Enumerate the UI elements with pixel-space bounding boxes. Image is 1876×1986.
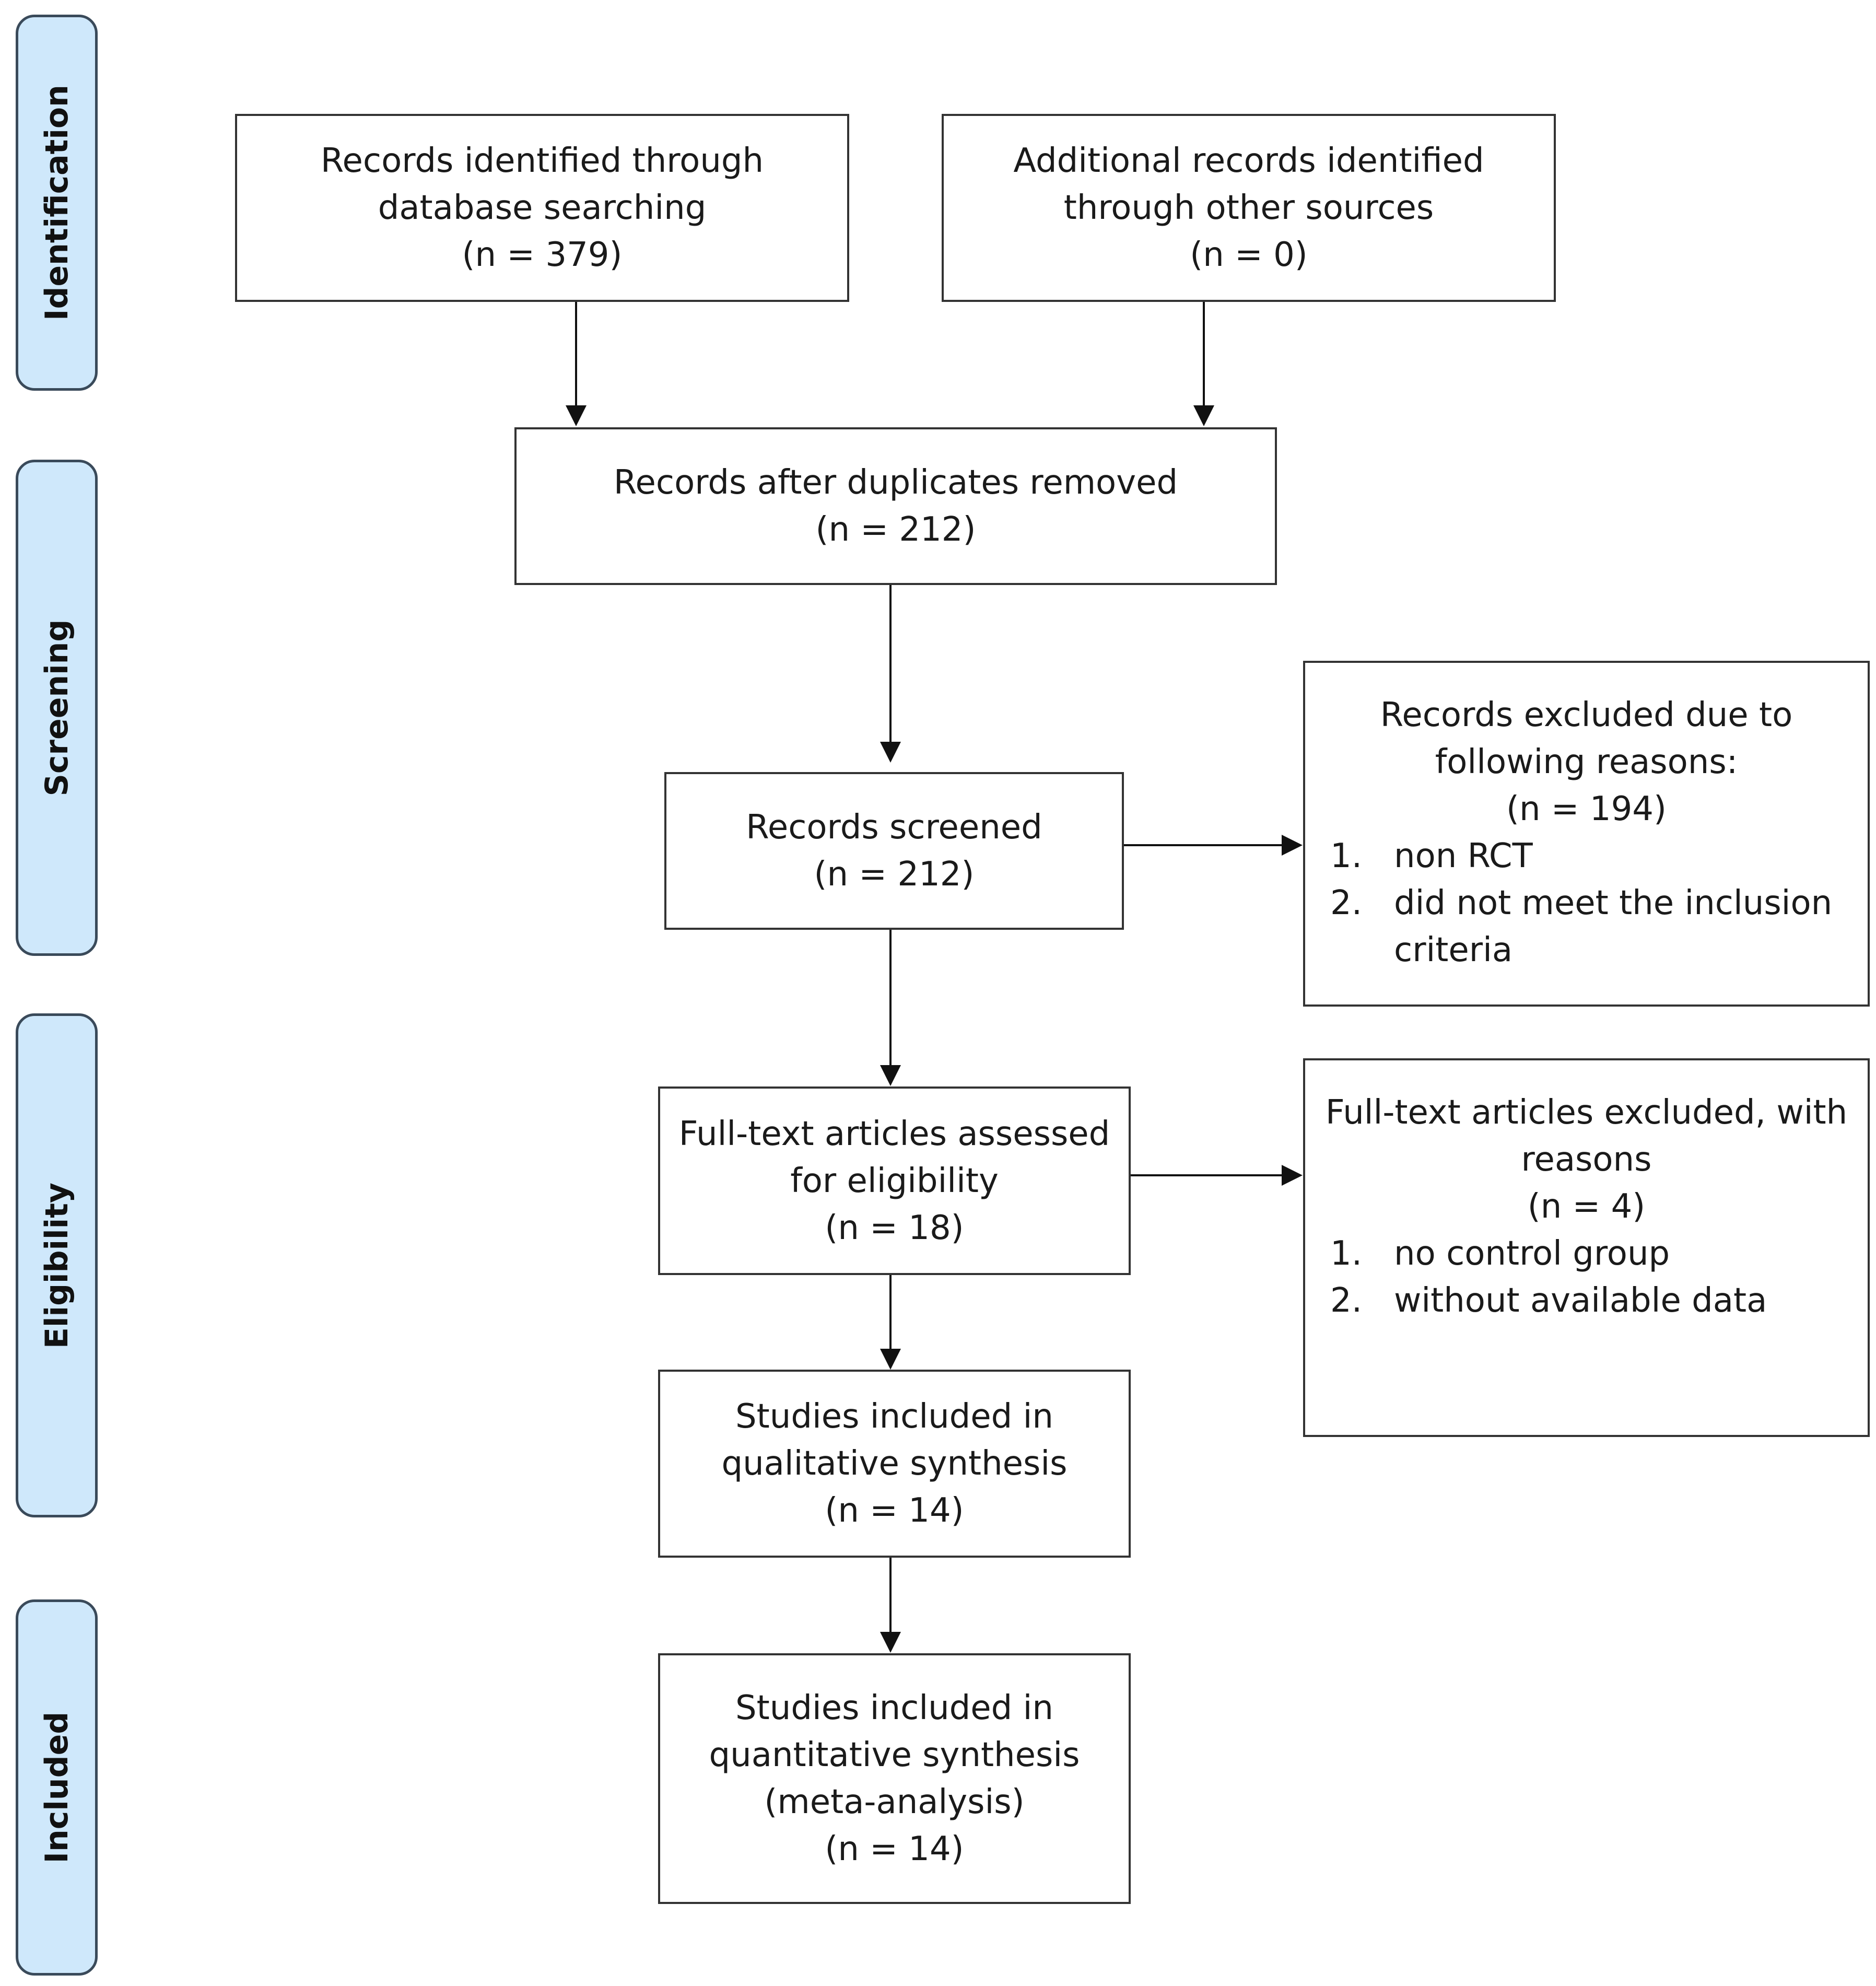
reason-text: no control group bbox=[1394, 1234, 1670, 1273]
fulltext-excluded-line-2: reasons bbox=[1521, 1140, 1652, 1179]
reason-item: 1. non RCT bbox=[1305, 833, 1868, 880]
other-sources-count: (n = 0) bbox=[1190, 236, 1308, 274]
records-excluded-count: (n = 194) bbox=[1506, 790, 1667, 828]
quantitative-line-2: quantitative synthesis bbox=[709, 1736, 1080, 1774]
reason-item: 1. no control group bbox=[1305, 1230, 1868, 1277]
records-excluded-line-2: following reasons: bbox=[1435, 743, 1738, 781]
records-screened-box: Records screened (n = 212) bbox=[664, 772, 1124, 930]
quantitative-synthesis-box: Studies included in quantitative synthes… bbox=[658, 1653, 1131, 1904]
fulltext-excluded-line-1: Full-text articles excluded, with bbox=[1325, 1093, 1848, 1132]
fulltext-excluded-reasons: 1. no control group 2. without available… bbox=[1305, 1230, 1868, 1324]
reason-number: 1. bbox=[1330, 1234, 1363, 1273]
records-excluded-box: Records excluded due to following reason… bbox=[1303, 661, 1870, 1007]
reason-text: without available data bbox=[1394, 1281, 1767, 1320]
database-search-box: Records identified through database sear… bbox=[235, 114, 849, 302]
stage-eligibility: Eligibility bbox=[16, 1013, 98, 1517]
records-screened-line-1: Records screened bbox=[746, 808, 1042, 847]
reason-text: non RCT bbox=[1394, 837, 1533, 875]
other-sources-box: Additional records identified through ot… bbox=[942, 114, 1556, 302]
fulltext-assessed-box: Full-text articles assessed for eligibil… bbox=[658, 1087, 1131, 1275]
duplicates-removed-box: Records after duplicates removed (n = 21… bbox=[514, 427, 1277, 585]
fulltext-assessed-line-2: for eligibility bbox=[790, 1161, 999, 1200]
stage-identification: Identification bbox=[16, 15, 98, 391]
fulltext-excluded-count: (n = 4) bbox=[1527, 1187, 1646, 1226]
reason-item: 2. did not meet the inclusion criteria bbox=[1305, 880, 1868, 974]
qualitative-line-1: Studies included in bbox=[735, 1397, 1053, 1436]
database-search-line-2: database searching bbox=[378, 189, 707, 227]
fulltext-excluded-box: Full-text articles excluded, with reason… bbox=[1303, 1058, 1870, 1437]
reason-number: 2. bbox=[1330, 1281, 1363, 1320]
database-search-line-1: Records identified through bbox=[320, 142, 764, 180]
records-excluded-reasons: 1. non RCT 2. did not meet the inclusion… bbox=[1305, 833, 1868, 974]
duplicates-removed-count: (n = 212) bbox=[815, 510, 976, 549]
quantitative-line-1: Studies included in bbox=[735, 1689, 1053, 1727]
records-screened-count: (n = 212) bbox=[814, 855, 975, 894]
stage-included: Included bbox=[16, 1599, 98, 1976]
qualitative-synthesis-box: Studies included in qualitative synthesi… bbox=[658, 1370, 1131, 1558]
reason-number: 1. bbox=[1330, 837, 1363, 875]
stage-screening: Screening bbox=[16, 460, 98, 956]
duplicates-removed-line-1: Records after duplicates removed bbox=[613, 463, 1178, 502]
reason-item: 2. without available data bbox=[1305, 1277, 1868, 1324]
records-excluded-line-1: Records excluded due to bbox=[1380, 696, 1793, 734]
fulltext-assessed-count: (n = 18) bbox=[825, 1208, 964, 1247]
qualitative-count: (n = 14) bbox=[825, 1491, 964, 1530]
fulltext-assessed-line-1: Full-text articles assessed bbox=[678, 1114, 1110, 1153]
qualitative-line-2: qualitative synthesis bbox=[721, 1444, 1068, 1483]
other-sources-line-2: through other sources bbox=[1063, 189, 1434, 227]
database-search-count: (n = 379) bbox=[462, 236, 623, 274]
reason-number: 2. bbox=[1330, 884, 1363, 922]
other-sources-line-1: Additional records identified bbox=[1013, 142, 1484, 180]
quantitative-line-3: (meta-analysis) bbox=[764, 1783, 1025, 1821]
quantitative-count: (n = 14) bbox=[825, 1830, 964, 1868]
reason-text: did not meet the inclusion criteria bbox=[1394, 884, 1833, 969]
